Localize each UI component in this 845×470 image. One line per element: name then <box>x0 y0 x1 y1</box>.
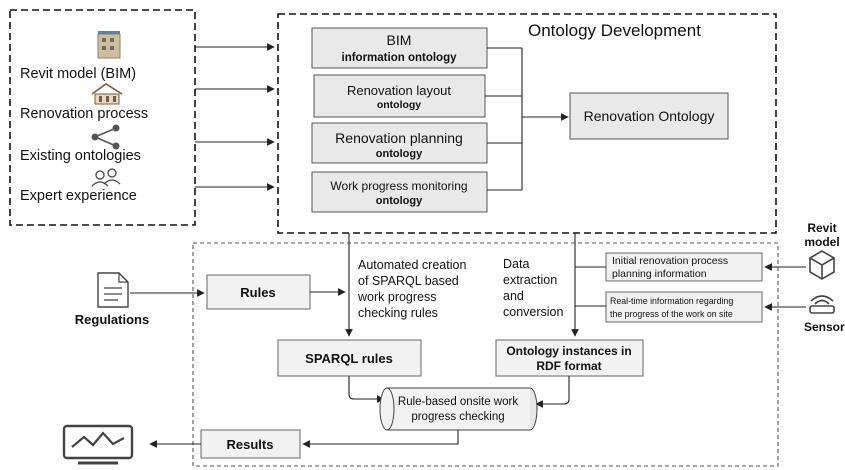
checking-line1: Rule-based onsite work <box>398 396 518 408</box>
building-icon <box>97 31 121 59</box>
svg-text:Automated creation: Automated creation <box>358 258 466 272</box>
bim-ontology-line2: information ontology <box>342 52 458 64</box>
arrow-checking-to-results <box>302 430 459 448</box>
svg-text:checking rules: checking rules <box>358 306 438 320</box>
sparql-rules-label: SPARQL rules <box>305 351 393 366</box>
ontology-development-container <box>277 13 777 234</box>
sensors-label: Sensors <box>804 320 845 334</box>
ontology-bus <box>485 47 523 191</box>
input-expert-experience: Expert experience <box>20 188 137 204</box>
bim-ontology-box <box>311 27 488 69</box>
realtime-info-box <box>605 291 763 323</box>
data-extraction-note: Data extraction and conversion <box>503 257 563 319</box>
checking-line2: progress checking <box>411 411 504 423</box>
layout-ontology-line2: ontology <box>377 99 421 111</box>
bim-ontology-line1: BIM <box>387 32 412 48</box>
instances-line2: RDF format <box>536 359 601 373</box>
realtime-info-line1: Real-time information regarding <box>610 296 733 306</box>
realtime-info-line2: the progress of the work on site <box>610 309 733 319</box>
cube-icon <box>809 250 835 280</box>
svg-text:conversion: conversion <box>503 305 563 319</box>
arrow-instances-to-checking <box>535 376 570 408</box>
initial-info-box <box>605 252 763 282</box>
renovation-ontology-box <box>569 92 729 140</box>
people-icon <box>91 168 121 187</box>
input-renovation-process: Renovation process <box>20 106 148 122</box>
revit-model-line2: model <box>804 235 839 249</box>
planning-ontology-line2: ontology <box>376 148 423 160</box>
svg-text:extraction: extraction <box>503 273 557 287</box>
svg-text:and: and <box>503 289 524 303</box>
results-box <box>200 429 301 459</box>
checking-cylinder <box>379 387 538 431</box>
automated-note: Automated creation of SPARQL based work … <box>357 258 466 320</box>
workflow-container <box>192 242 779 467</box>
instances-line1: Ontology instances in <box>506 344 631 358</box>
initial-info-line2: planning information <box>612 268 707 280</box>
ontology-development-title: Ontology Development <box>528 21 701 40</box>
svg-text:work progress: work progress <box>357 290 437 304</box>
monitoring-ontology-line2: ontology <box>376 195 423 207</box>
house-icon <box>91 83 123 105</box>
monitoring-ontology-line1: Work progress monitoring <box>330 179 467 193</box>
network-icon <box>91 124 120 150</box>
svg-text:of SPARQL based: of SPARQL based <box>358 274 459 288</box>
sparql-rules-box <box>277 339 422 377</box>
arrow-sparql-to-checking <box>348 376 385 403</box>
results-label: Results <box>227 437 274 452</box>
monitoring-ontology-box <box>311 171 488 213</box>
instances-box <box>495 339 644 377</box>
planning-ontology-line1: Renovation planning <box>335 130 463 146</box>
rules-label: Rules <box>240 285 275 300</box>
monitor-icon <box>62 424 134 465</box>
revit-model-line1: Revit <box>807 221 836 235</box>
input-existing-ontologies: Existing ontologies <box>20 148 141 164</box>
input-revit-model: Revit model (BIM) <box>20 66 136 82</box>
inputs-container <box>9 9 196 226</box>
regulations-label: Regulations <box>75 312 149 327</box>
renovation-ontology-label: Renovation Ontology <box>584 108 715 124</box>
sensor-icon <box>809 295 835 314</box>
layout-ontology-line1: Renovation layout <box>347 83 451 98</box>
svg-text:Data: Data <box>503 257 529 271</box>
initial-info-line1: Initial renovation process <box>612 255 728 267</box>
document-icon <box>97 272 129 308</box>
layout-ontology-box <box>313 74 486 118</box>
